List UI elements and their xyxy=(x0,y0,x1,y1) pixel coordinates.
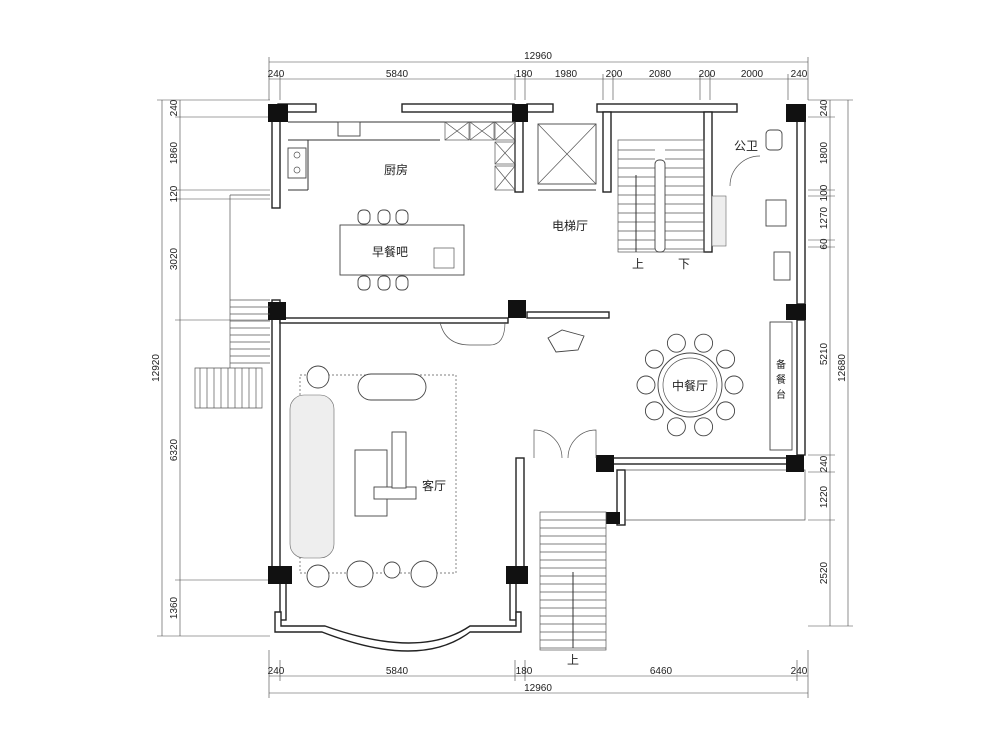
left-seg-4: 6320 xyxy=(169,438,180,461)
dining-chair xyxy=(666,333,686,353)
left-total-label: 12920 xyxy=(151,354,162,382)
right-seg-7: 1220 xyxy=(819,485,830,508)
dining-chair xyxy=(724,375,744,395)
entry-staircase: 上 xyxy=(539,511,607,667)
top-seg-0: 240 xyxy=(268,69,285,80)
bottom-seg-0: 240 xyxy=(268,666,285,677)
top-seg-5: 2080 xyxy=(649,69,672,80)
chinese-dining: 中餐厅 备 餐 台 xyxy=(636,321,793,451)
appliance-icon xyxy=(773,251,791,281)
public-toilet: 公卫 xyxy=(711,129,791,281)
exterior-walls xyxy=(271,103,806,652)
top-seg-2: 180 xyxy=(516,69,533,80)
dining-chair xyxy=(716,401,736,421)
sideboard xyxy=(769,321,793,451)
sideboard-label-1: 备 xyxy=(776,358,786,371)
left-exterior-steps xyxy=(194,194,270,409)
sink-icon xyxy=(337,121,361,137)
top-dimension-chain: 12960 240 5840 180 1980 200 2080 200 200… xyxy=(268,51,809,100)
top-total-label: 12960 xyxy=(524,51,552,62)
chair-icon xyxy=(547,329,585,353)
coffee-table-icon xyxy=(354,449,388,517)
right-seg-2: 100 xyxy=(819,184,830,201)
right-dimension-chain: 240 1800 100 1270 60 5210 240 1220 2520 … xyxy=(808,99,853,627)
top-seg-7: 2000 xyxy=(741,69,764,80)
sofa-icon xyxy=(289,394,335,559)
bottom-dimension-chain: 240 5840 180 6460 240 12960 xyxy=(268,650,809,698)
ottoman-icon xyxy=(357,373,427,401)
bottom-seg-4: 240 xyxy=(791,666,808,677)
dining-chair xyxy=(694,333,714,353)
bottom-seg-3: 6460 xyxy=(650,666,673,677)
top-seg-8: 240 xyxy=(791,69,808,80)
living-room-label: 客厅 xyxy=(422,478,446,493)
dining-chair xyxy=(716,349,736,369)
right-seg-5: 5210 xyxy=(819,342,830,365)
structural-columns xyxy=(268,104,806,584)
dining-chair xyxy=(694,417,714,437)
top-seg-6: 200 xyxy=(699,69,716,80)
bottom-total-label: 12960 xyxy=(524,683,552,694)
dining-chair xyxy=(644,349,664,369)
right-seg-4: 60 xyxy=(819,238,830,250)
stair-down-label: 下 xyxy=(678,257,690,271)
left-seg-3: 3020 xyxy=(169,247,180,270)
top-seg-4: 200 xyxy=(606,69,623,80)
right-seg-6: 240 xyxy=(819,455,830,472)
top-seg-3: 1980 xyxy=(555,69,578,80)
toilet-label: 公卫 xyxy=(734,139,758,153)
left-dimension-chain: 240 1860 120 3020 6320 1360 12920 xyxy=(151,99,270,637)
dining-chair xyxy=(644,401,664,421)
round-dining-table xyxy=(657,352,723,418)
stair-up-label: 上 xyxy=(632,257,644,271)
left-seg-5: 1360 xyxy=(169,596,180,619)
cooktop-icon xyxy=(287,147,307,179)
left-seg-2: 120 xyxy=(169,185,180,202)
left-seg-1: 1860 xyxy=(169,141,180,164)
left-seg-0: 240 xyxy=(169,99,180,116)
breakfast-bar-label: 早餐吧 xyxy=(372,244,408,259)
basin-icon xyxy=(765,199,787,227)
kitchen-area: 厨房 早餐吧 xyxy=(287,121,516,291)
right-seg-1: 1800 xyxy=(819,141,830,164)
entry-stair-up-label: 上 xyxy=(567,653,579,667)
bottom-seg-1: 5840 xyxy=(386,666,409,677)
right-seg-8: 2520 xyxy=(819,561,830,584)
right-seg-0: 240 xyxy=(819,99,830,116)
dining-chair xyxy=(636,375,656,395)
sideboard-label-2: 餐 xyxy=(776,373,786,386)
elevator-hall-label: 电梯厅 xyxy=(552,219,588,233)
right-seg-3: 1270 xyxy=(819,206,830,229)
toilet-icon xyxy=(765,129,783,151)
living-room: 客厅 xyxy=(289,321,597,588)
kitchen-label: 厨房 xyxy=(384,162,408,177)
breakfast-bar-table xyxy=(339,224,465,276)
elevator-hall: 电梯厅 xyxy=(537,123,597,233)
dining-chair xyxy=(666,417,686,437)
main-staircase: 上 下 xyxy=(617,139,705,271)
chinese-dining-label: 中餐厅 xyxy=(672,378,708,393)
sideboard-label-3: 台 xyxy=(776,388,786,401)
top-seg-1: 5840 xyxy=(386,69,409,80)
right-total-label: 12680 xyxy=(837,354,848,382)
bottom-seg-2: 180 xyxy=(516,666,533,677)
